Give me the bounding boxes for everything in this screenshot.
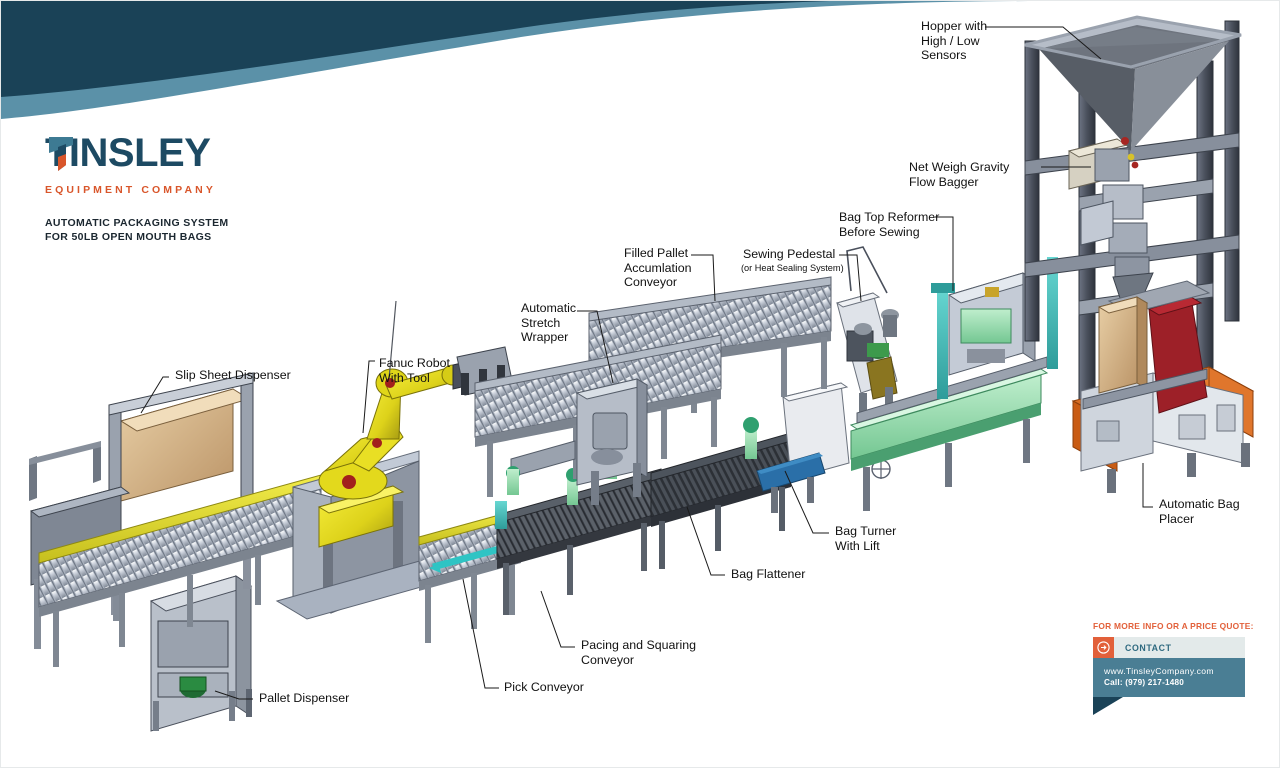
callout-net-weigh-bagger: Net Weigh Gravity Flow Bagger	[909, 160, 1010, 189]
callout-slip-sheet-dispenser: Slip Sheet Dispenser	[175, 368, 291, 382]
leader-pacing-squaring	[540, 590, 575, 648]
contact-phone[interactable]: Call: (979) 217-1480	[1104, 678, 1185, 687]
callout-sewing-pedestal: Sewing Pedestal	[743, 247, 836, 261]
callout-stretch-wrapper: Automatic Stretch Wrapper	[521, 301, 577, 345]
leader-bag-turner	[784, 470, 829, 534]
callout-hopper: Hopper with High / Low Sensors	[921, 19, 988, 63]
bag-top-reformer-machine	[947, 272, 1037, 376]
leader-auto-bag-placer	[1142, 463, 1153, 508]
leader-pallet-dispenser	[214, 690, 253, 700]
logo-wordmark-group: TINSLEY	[45, 133, 255, 177]
pick-conveyor	[418, 508, 522, 643]
contact-button[interactable]: CONTACT	[1093, 637, 1245, 658]
callout-filled-pallet-conveyor: Filled Pallet Accumlation Conveyor	[624, 246, 692, 290]
automatic-stretch-wrapper	[506, 378, 649, 505]
filled-pallet-accumulation-conveyor	[588, 276, 832, 429]
automatic-bag-placer-machine	[1071, 280, 1255, 493]
arrow-right-circle-icon	[1093, 637, 1114, 658]
page-title-line-1: AUTOMATIC PACKAGING SYSTEM	[45, 217, 229, 229]
callout-bag-flattener: Bag Flattener	[731, 567, 806, 581]
brand-logo: TINSLEY EQUIPMENT COMPANY	[45, 133, 255, 196]
pacing-squaring-conveyor	[495, 468, 662, 615]
contact-heading: FOR MORE INFO OR A PRICE QUOTE:	[1093, 621, 1254, 631]
contact-button-label: CONTACT	[1114, 637, 1245, 658]
leader-pick-conveyor	[462, 578, 499, 689]
net-weigh-gravity-flow-bagger	[1067, 137, 1154, 302]
callout-pacing-squaring-conveyor: Pacing and Squaring Conveyor	[581, 638, 697, 667]
bagger-support-tower	[1024, 15, 1242, 408]
logo-tagline: EQUIPMENT COMPANY	[45, 184, 216, 196]
callout-fanuc-robot: Fanuc Robot With Tool	[379, 356, 450, 385]
callout-bag-turner: Bag Turner With Lift	[835, 524, 897, 553]
contact-ribbon-tail	[1093, 697, 1123, 715]
logo-t-mark-icon	[49, 137, 73, 171]
contact-website[interactable]: www.TinsleyCompany.com	[1104, 666, 1214, 676]
leader-fanuc-robot	[362, 360, 375, 434]
leader-hopper	[985, 26, 1102, 60]
leader-slip-sheet	[140, 376, 169, 414]
callout-pallet-dispenser: Pallet Dispenser	[259, 691, 350, 705]
callout-bag-top-reformer: Bag Top Reformer Before Sewing	[839, 210, 940, 239]
page-title-line-2: FOR 50LB OPEN MOUTH BAGS	[45, 230, 212, 243]
bag-line-conveyor	[849, 257, 1058, 511]
contact-block: FOR MORE INFO OR A PRICE QUOTE: CONTACT …	[1093, 621, 1273, 715]
callout-sewing-pedestal-note: (or Heat Sealing System)	[741, 263, 844, 273]
contact-details-card: www.TinsleyCompany.com Call: (979) 217-1…	[1093, 658, 1245, 715]
slip-sheet-dispenser-machine	[29, 372, 254, 649]
callout-automatic-bag-placer: Automatic Bag Placer	[1159, 497, 1240, 526]
leader-bag-flattener	[686, 506, 725, 576]
pallet-dispenser-machine	[149, 575, 253, 732]
leader-stretch-wrapper	[577, 310, 614, 384]
leader-bag-top-reformer	[935, 216, 954, 291]
callout-pick-conveyor: Pick Conveyor	[504, 680, 584, 694]
leader-sewing-pedestal	[839, 254, 862, 302]
callout-leader-lines	[140, 26, 1153, 700]
page-title: AUTOMATIC PACKAGING SYSTEM FOR 50LB OPEN…	[45, 217, 365, 244]
pallet-roller-conveyor-left	[38, 474, 322, 667]
leader-filled-pallet	[691, 254, 716, 302]
